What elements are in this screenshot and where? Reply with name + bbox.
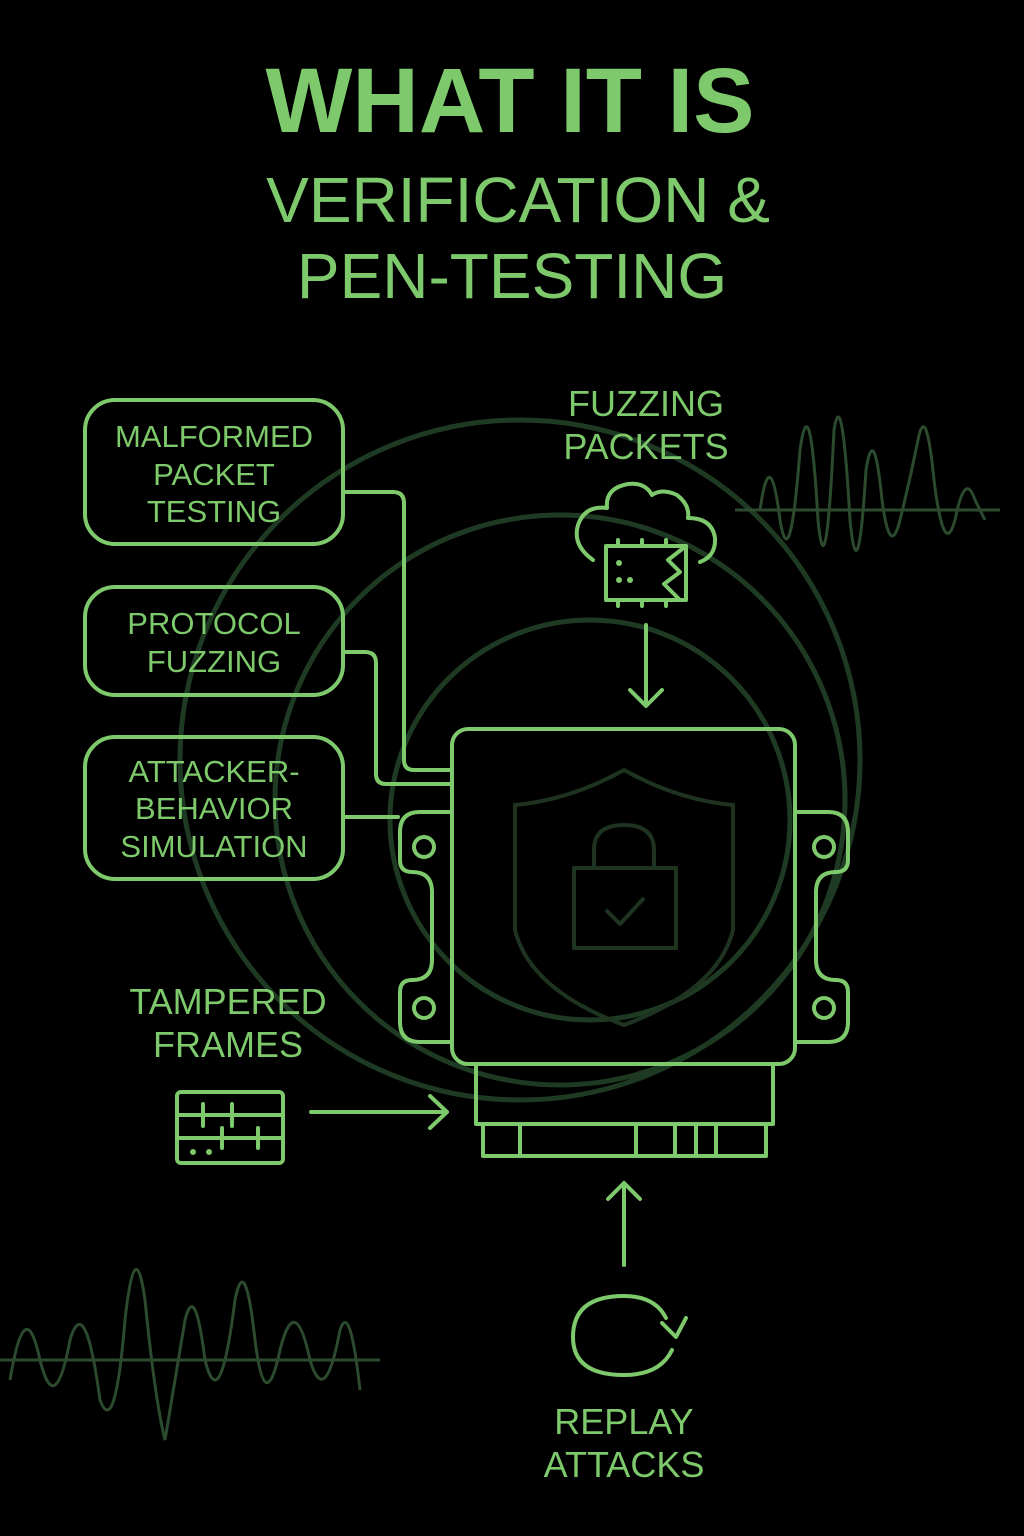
secure-ecu-device — [398, 727, 850, 1158]
replay-icon — [571, 1294, 688, 1377]
arrow-right-icon — [309, 1094, 449, 1130]
arrow-down-icon — [628, 623, 664, 708]
tampered-label-2: FRAMES — [153, 1024, 303, 1065]
page-title: WHAT IT IS — [266, 50, 755, 152]
waveform-top-right — [740, 415, 987, 552]
cloud-packet-icon — [574, 481, 718, 608]
fuzzing-label-2: PACKETS — [563, 426, 728, 467]
replay-label-2: ATTACKS — [544, 1444, 705, 1485]
tampered-frame-icon — [175, 1090, 285, 1165]
tampered-label-1: TAMPERED — [129, 981, 326, 1022]
svg-text:MALFORMED: MALFORMED — [115, 419, 313, 454]
svg-text:SIMULATION: SIMULATION — [120, 829, 307, 864]
fuzzing-label-1: FUZZING — [568, 383, 724, 424]
svg-text:BEHAVIOR: BEHAVIOR — [135, 791, 293, 826]
subtitle-line-1: VERIFICATION & — [266, 164, 770, 236]
svg-text:PACKET: PACKET — [153, 457, 275, 492]
waveform-bottom-left — [8, 1267, 362, 1441]
lock-icon — [572, 823, 678, 950]
svg-text:ATTACKER-: ATTACKER- — [128, 754, 299, 789]
background-rings — [177, 417, 863, 1103]
connector-lines — [341, 490, 452, 819]
box-attacker-behavior-simulation: ATTACKER- BEHAVIOR SIMULATION — [83, 735, 345, 881]
replay-label-1: REPLAY — [554, 1401, 693, 1442]
svg-text:FUZZING: FUZZING — [147, 644, 281, 679]
box-protocol-fuzzing: PROTOCOL FUZZING — [83, 585, 345, 697]
svg-text:PROTOCOL: PROTOCOL — [127, 606, 300, 641]
box-malformed-packet-testing: MALFORMED PACKET TESTING — [83, 398, 345, 546]
arrow-up-icon — [606, 1181, 642, 1267]
subtitle-line-2: PEN-TESTING — [297, 240, 727, 312]
svg-text:TESTING: TESTING — [147, 494, 281, 529]
shield-icon — [513, 768, 735, 1027]
